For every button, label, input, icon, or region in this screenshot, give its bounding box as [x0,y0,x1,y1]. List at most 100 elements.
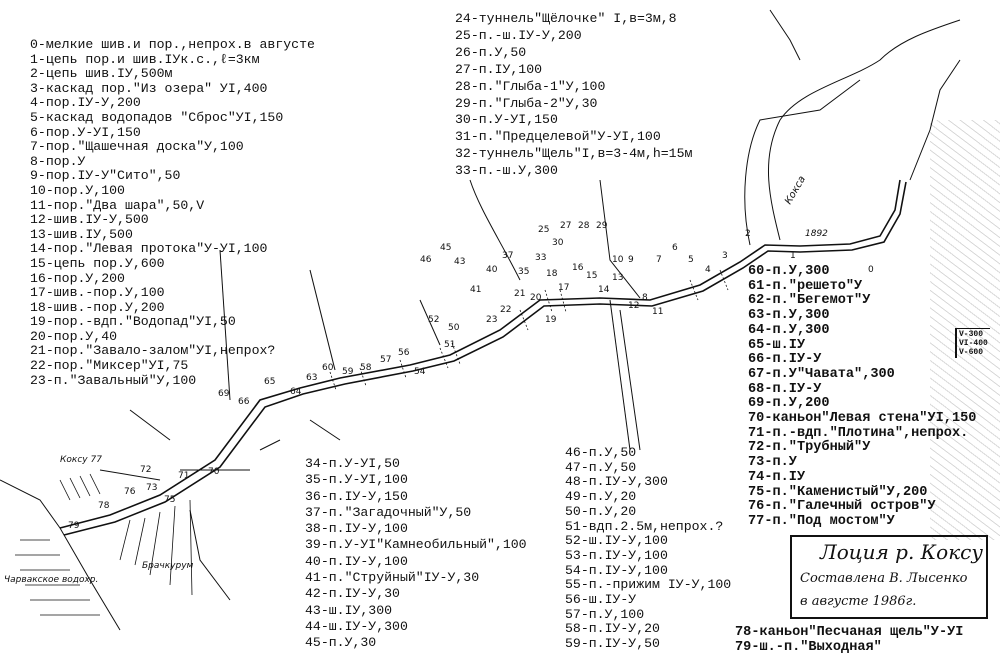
map-marker-number: 41 [470,285,481,295]
map-marker-number: 52 [428,315,439,325]
map-marker-number: 3 [722,251,728,261]
map-marker-number: 50 [448,323,460,333]
map-marker-number: 51 [444,340,455,350]
list-item: 41-п."Струйный"IУ-У,30 [305,570,480,586]
list-item: 11-пор."Два шара",50,V [30,197,205,213]
list-item: 8-пор.У [30,153,86,169]
scan-noise [930,120,1000,540]
list-item: 72-п."Трубный"У [748,440,871,456]
list-item: 9-пор.IУ-У"Сито",50 [30,168,181,184]
map-marker-number: 23 [486,315,497,325]
list-item: 5-каскад водопадов "Сброс"УI,150 [30,109,284,125]
list-item: 25-п.-ш.IУ-У,200 [455,27,582,43]
list-item: 17-шив.-пор.У,100 [30,285,165,301]
legend-entry: V-600 [959,348,984,357]
list-item: 10-пор.У,100 [30,182,125,198]
map-marker-number: 10 [612,255,624,265]
list-item: 46-п.У,50 [565,445,637,460]
legend-entry: VI-400 [959,339,988,348]
list-item: 43-ш.IУ,300 [305,602,393,618]
list-item: 64-п.У,300 [748,322,830,338]
map-marker-number: 14 [598,285,610,295]
list-item: 35-п.У-УI,100 [305,472,408,488]
map-marker-number: 78 [98,501,110,511]
list-item: 12-шив.IУ-У,500 [30,212,149,228]
list-item: 21-пор."Завало-залом"УI,непрох? [30,343,276,359]
list-item: 58-п.IУ-У,20 [565,621,660,637]
list-item: 0-мелкие шив.и пор.,непрох.в августе [30,37,315,52]
map-marker-number: 5 [688,255,694,265]
list-item: 16-пор.У,200 [30,270,125,286]
list-item: 4-пор.IУ-У,200 [30,95,141,111]
map-marker-number: 71 [178,471,189,481]
map-marker-number: 72 [140,465,151,475]
list-item: 40-п.IУ-У,100 [305,553,408,569]
list-item: 14-пор."Левая протока"У-УI,100 [30,241,268,257]
map-marker-number: 18 [546,269,558,279]
list-item: 28-п."Глыба-1"У,100 [455,78,606,94]
list-item: 69-п.У,200 [748,396,830,412]
list-item: 67-п.У"Чавата",300 [748,366,895,382]
list-item: 57-п.У,100 [565,606,645,622]
map-label-reservoir: Чарвакское водохр. [4,575,98,585]
map-marker-number: 59 [342,367,354,377]
list-item: 32-туннель"Щель"I,в=3-4м,h=15м [455,146,693,162]
map-date: в августе 1986г. [800,594,917,609]
list-item: 33-п.-ш.У,300 [455,163,558,179]
river-bank-right [63,181,907,536]
map-marker-number: 20 [530,293,542,303]
river-bank-left [59,179,901,529]
list-item: 6-пор.У-УI,150 [30,124,141,140]
list-item: 65-ш.IУ [748,337,806,353]
list-item: 3-каскад пор."Из озера" УI,400 [30,80,268,96]
map-marker-number: 8 [642,293,648,303]
map-marker-number: 63 [306,373,317,383]
list-item: 42-п.IУ-У,30 [305,586,400,602]
map-marker-number: 28 [578,221,590,231]
list-item: 73-п.У [748,455,797,471]
map-marker-number: 58 [360,363,372,373]
map-marker-number: 4 [705,265,711,275]
list-item: 23-п."Завальный"У,100 [30,372,197,388]
list-item: 79-ш.-п."Выходная" [735,639,882,655]
list-item: 29-п."Глыба-2"У,30 [455,95,598,111]
list-item: 71-п.-вдп."Плотина",непрох. [748,425,969,441]
list-item: 2-цепь шив.IУ,500м [30,66,173,82]
list-item: 22-пор."Миксер"УI,75 [30,358,189,374]
map-marker-number: 22 [500,305,511,315]
map-label-elevation: 1892 [805,229,828,239]
map-marker-number: 12 [628,301,639,311]
list-item: 36-п.IУ-У,150 [305,488,408,504]
map-marker-number: 66 [238,397,250,407]
map-marker-number: 35 [518,267,529,277]
list-item: 31-п."Предцелевой"У-УI,100 [455,129,661,145]
list-item: 53-п.IУ-У,100 [565,547,668,563]
map-marker-number: 0 [868,265,874,275]
list-item: 51-вдп.2.5м,непрох.? [565,518,724,534]
list-item: 45-п.У,30 [305,635,377,651]
list-item: 56-ш.IУ-У [565,592,637,608]
list-item: 78-каньон"Песчаная щель"У-УI [735,625,964,640]
map-marker-number: 25 [538,225,549,235]
tributaries [0,9,961,631]
river-channel [59,179,907,536]
map-marker-number: 70 [208,467,220,477]
list-item: 38-п.IУ-У,100 [305,521,408,537]
list-item: 76-п."Галечный остров"У [748,499,936,515]
list-item: 48-п.IУ-У,300 [565,474,668,490]
list-item: 52-ш.IУ-У,100 [565,533,668,549]
map-marker-number: 40 [486,265,498,275]
map-marker-number: 15 [586,271,597,281]
map-marker-number: 1 [790,251,796,261]
map-marker-number: 17 [558,283,569,293]
list-item: 34-п.У-УI,50 [305,456,400,471]
map-label-river-top: Кокса [783,174,808,206]
list-item: 47-п.У,50 [565,459,637,475]
map-author: Составлена В. Лысенко [800,571,968,586]
list-item: 54-п.IУ-У,100 [565,562,668,578]
list-item: 1-цепь пор.и шив.IУк.с.,ℓ=3км [30,51,260,67]
